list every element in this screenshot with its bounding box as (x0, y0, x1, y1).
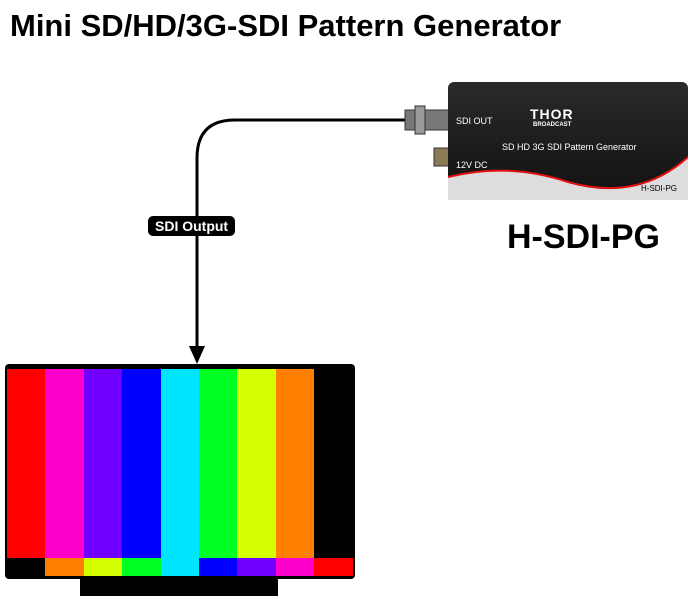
arrow-head-icon (189, 346, 205, 364)
monitor-stand (80, 578, 278, 596)
port-out-label: SDI OUT (456, 116, 493, 126)
color-bar-top (199, 369, 238, 558)
color-bar-bottom (275, 558, 315, 576)
color-bar-top (314, 369, 354, 558)
color-bar-top (275, 369, 315, 558)
color-bar-top (45, 369, 85, 558)
color-bar-bottom (7, 558, 46, 576)
brand-sub: BROADCAST (533, 122, 572, 128)
device-model-label: H-SDI-PG (641, 184, 677, 193)
color-bar-top (160, 369, 200, 558)
model-name: H-SDI-PG (507, 218, 660, 256)
color-bar-top (7, 369, 46, 558)
color-bar-bottom (45, 558, 85, 576)
color-bar-bottom (122, 558, 162, 576)
color-bar-bottom (199, 558, 238, 576)
brand-logo: THOR (530, 106, 574, 122)
cable-label: SDI Output (148, 216, 236, 236)
port-power-label: 12V DC (456, 160, 488, 170)
color-bar-top (237, 369, 277, 558)
color-bar-bottom (237, 558, 277, 576)
monitor (5, 364, 355, 579)
color-bar-bottom (314, 558, 354, 576)
pattern-generator-device: THOR BROADCAST SDI OUT SD HD 3G SDI Patt… (448, 82, 688, 200)
color-bar-top (83, 369, 123, 558)
color-bar-top (122, 369, 162, 558)
device-name: SD HD 3G SDI Pattern Generator (502, 142, 637, 152)
page-title: Mini SD/HD/3G-SDI Pattern Generator (10, 8, 562, 43)
color-bar-bottom (160, 558, 200, 576)
bnc-connector-icon (404, 105, 450, 135)
color-bar-bottom (83, 558, 123, 576)
